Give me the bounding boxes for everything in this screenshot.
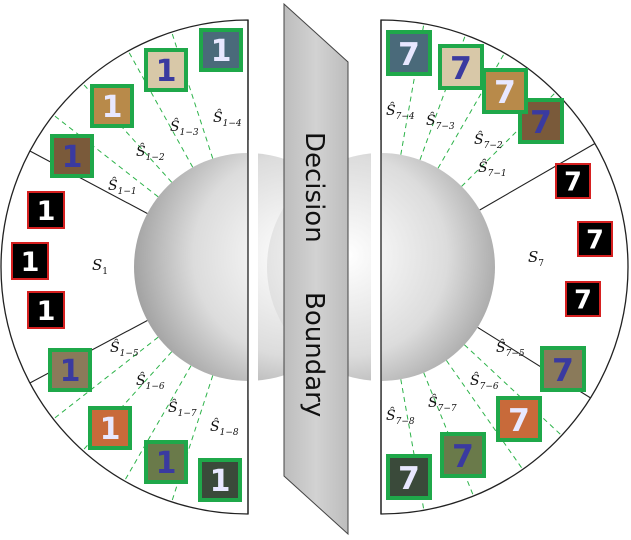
left-digit-glyph: 1 <box>156 54 177 89</box>
right-original-digit-image: 7 <box>577 221 613 257</box>
right-synthetic-digit-image: 7 <box>440 432 486 478</box>
left-synthetic-digit-image: 1 <box>144 440 188 484</box>
right-class-label: S7 <box>528 248 544 269</box>
right-subregion-label: Ŝ7−1 <box>478 158 507 179</box>
left-original-digit-image: 1 <box>27 291 65 329</box>
dashed-divider-4 <box>464 344 562 436</box>
right-original-digit-image: 7 <box>555 163 591 199</box>
left-digit-glyph: 1 <box>100 412 121 447</box>
left-digit-glyph: 1 <box>62 140 83 175</box>
right-synthetic-digit-image: 7 <box>386 30 432 76</box>
left-subregion-labels: Ŝ1−1 Ŝ1−2Ŝ1−3 Ŝ1−4Ŝ1−5Ŝ1−6Ŝ1−7Ŝ1−8 <box>108 108 242 438</box>
right-digit-glyph: 7 <box>564 168 582 198</box>
right-subregion-label: Ŝ7−8 <box>386 406 415 427</box>
dashed-divider-6 <box>124 365 192 482</box>
left-digit-glyph: 1 <box>156 446 177 481</box>
right-digit-glyph: 7 <box>508 403 530 439</box>
left-subregion-label: Ŝ1−3 <box>170 117 199 138</box>
left-synthetic-digit-image: 1 <box>90 84 134 128</box>
dashed-divider-5 <box>445 360 524 470</box>
left-digit-glyph: 1 <box>37 196 56 227</box>
left-synthetic-digit-image: 1 <box>144 48 188 92</box>
left-digit-glyph: 1 <box>210 464 231 499</box>
right-digit-glyph: 7 <box>574 286 592 316</box>
left-synthetic-digit-image: 1 <box>88 406 132 450</box>
right-digit-glyph: 7 <box>586 226 604 256</box>
left-class-label: S1 <box>92 256 108 277</box>
left-digit-glyph: 1 <box>21 247 40 278</box>
right-subregion-labels: Ŝ7−1 Ŝ7−2 Ŝ7−3 Ŝ7−4Ŝ7−5Ŝ7−6Ŝ7−7Ŝ7−8 <box>386 101 525 427</box>
dashed-divider-3 <box>53 114 159 198</box>
right-subregion-label: Ŝ7−7 <box>428 393 457 414</box>
right-subregion-label: Ŝ7−2 <box>474 130 503 151</box>
left-synthetic-digit-image: 1 <box>48 348 92 392</box>
left-digit-glyph: 1 <box>37 296 56 327</box>
right-subregion-label: Ŝ7−5 <box>496 338 525 359</box>
right-digit-glyph: 7 <box>452 439 474 475</box>
left-synthetic-digit-image: 1 <box>199 28 243 72</box>
left-subregion-label: Ŝ1−2 <box>136 142 165 163</box>
dashed-divider-4 <box>53 336 159 420</box>
right-digit-glyph: 7 <box>530 105 552 141</box>
right-synthetic-digit-image: 7 <box>540 346 586 392</box>
left-digit-glyph: 1 <box>211 34 232 69</box>
boundary-slab <box>283 2 349 536</box>
boundary-label-boundary: Boundary <box>299 292 329 417</box>
left-subregion-label: Ŝ1−6 <box>136 371 165 392</box>
right-digit-glyph: 7 <box>398 461 420 497</box>
left-original-digit-image: 1 <box>11 242 49 280</box>
left-subregion-label: Ŝ1−8 <box>210 417 239 438</box>
left-digit-glyph: 1 <box>60 354 81 389</box>
right-digit-glyph: 7 <box>552 353 574 389</box>
right-subregion-label: Ŝ7−4 <box>386 101 415 122</box>
right-synthetic-digit-image: 7 <box>438 44 484 90</box>
right-synthetic-digit-image: 7 <box>496 396 542 442</box>
solid-divider-0 <box>479 143 596 211</box>
right-subregion-label: Ŝ7−6 <box>470 371 499 392</box>
right-original-digit-image: 7 <box>565 281 601 317</box>
right-digit-glyph: 7 <box>494 75 516 111</box>
right-sphere-mask <box>371 140 381 400</box>
left-subregion-label: Ŝ1−7 <box>168 398 197 419</box>
left-subregion-label: Ŝ1−1 <box>108 176 137 197</box>
boundary-label-decision: Decision <box>299 132 329 243</box>
left-subregion-label: Ŝ1−5 <box>110 338 139 359</box>
left-sphere-mask <box>248 140 258 400</box>
solid-divider-1 <box>29 150 148 214</box>
right-subregion-label: Ŝ7−3 <box>426 111 455 132</box>
right-digit-glyph: 7 <box>398 37 420 73</box>
dashed-divider-1 <box>127 50 194 168</box>
left-original-digit-image: 1 <box>27 191 65 229</box>
right-synthetic-digit-image: 7 <box>482 68 528 114</box>
decision-boundary: Decision Boundary <box>283 2 349 536</box>
left-subregion-label: Ŝ1−4 <box>213 108 242 129</box>
left-synthetic-digit-image: 1 <box>50 134 94 178</box>
right-synthetic-digit-image: 7 <box>518 98 564 144</box>
left-digit-glyph: 1 <box>102 90 123 125</box>
left-synthetic-digit-image: 1 <box>198 458 242 502</box>
right-digit-glyph: 7 <box>450 51 472 87</box>
right-synthetic-digit-image: 7 <box>386 454 432 500</box>
